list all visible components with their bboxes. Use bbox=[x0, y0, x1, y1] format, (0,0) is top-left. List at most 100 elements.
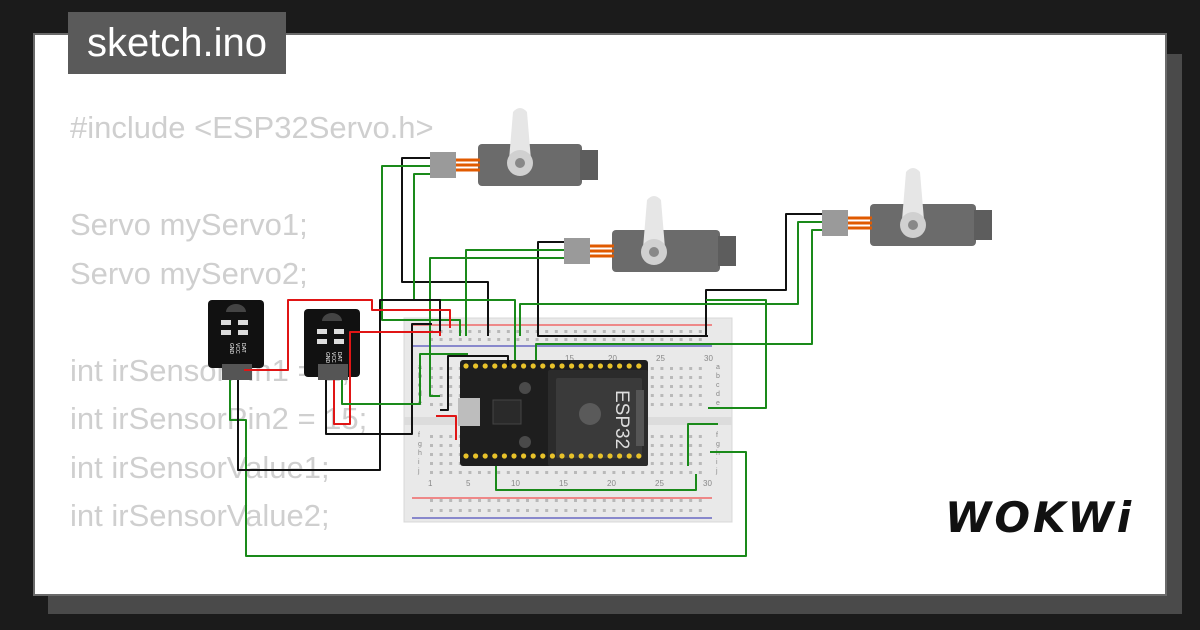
esp32-board[interactable]: ESP32 bbox=[458, 360, 648, 466]
breadboard-hole bbox=[554, 471, 558, 474]
esp32-pin bbox=[607, 453, 613, 459]
breadboard-hole bbox=[698, 367, 702, 370]
breadboard-hole bbox=[487, 471, 491, 474]
esp32-pin bbox=[578, 363, 584, 369]
esp32-pin bbox=[482, 453, 488, 459]
breadboard-hole bbox=[698, 444, 702, 447]
breadboard-hole bbox=[679, 367, 683, 370]
wire bbox=[705, 213, 822, 336]
reset-button[interactable] bbox=[519, 382, 531, 394]
breadboard-hole bbox=[535, 509, 539, 512]
bb-bottom-number: 5 bbox=[466, 479, 471, 488]
bb-top-number: 30 bbox=[704, 354, 713, 363]
ir-sensor-1[interactable]: GND VCC DAT bbox=[208, 300, 264, 380]
breadboard-hole bbox=[574, 509, 577, 512]
breadboard-hole bbox=[439, 403, 443, 406]
breadboard-hole bbox=[583, 499, 587, 502]
breadboard-hole bbox=[449, 403, 453, 406]
breadboard-hole bbox=[430, 385, 433, 388]
breadboard-hole bbox=[660, 403, 664, 406]
breadboard-hole bbox=[430, 462, 433, 465]
breadboard-hole bbox=[574, 338, 577, 341]
breadboard-hole bbox=[689, 385, 693, 388]
breadboard-hole bbox=[449, 462, 453, 465]
breadboard-hole bbox=[554, 338, 558, 341]
breadboard-hole bbox=[458, 471, 462, 474]
breadboard-hole bbox=[670, 509, 673, 512]
esp32-pin bbox=[482, 363, 488, 369]
breadboard-hole bbox=[650, 376, 654, 379]
boot-button[interactable] bbox=[519, 436, 531, 448]
wire bbox=[519, 221, 822, 336]
breadboard-hole bbox=[478, 471, 481, 474]
breadboard-hole bbox=[449, 499, 453, 502]
breadboard-hole bbox=[430, 499, 433, 502]
breadboard-hole bbox=[602, 338, 606, 341]
breadboard-hole bbox=[660, 509, 664, 512]
bb-bottom-number: 1 bbox=[428, 479, 433, 488]
breadboard-hole bbox=[631, 330, 635, 333]
servo-screw-icon bbox=[908, 220, 918, 230]
breadboard-hole bbox=[439, 385, 443, 388]
breadboard-hole bbox=[593, 471, 597, 474]
ir-sensor-2[interactable]: GND VCC DAT bbox=[304, 309, 360, 380]
breadboard-hole bbox=[660, 435, 664, 438]
breadboard-hole bbox=[698, 394, 702, 397]
breadboard-hole bbox=[679, 453, 683, 456]
servo-screw-icon bbox=[515, 158, 525, 168]
breadboard-hole bbox=[439, 509, 443, 512]
esp32-pin bbox=[569, 363, 575, 369]
servo-2[interactable] bbox=[564, 196, 736, 272]
breadboard-hole bbox=[430, 367, 433, 370]
breadboard-hole bbox=[439, 338, 443, 341]
bb-top-number: 15 bbox=[565, 354, 574, 363]
breadboard-hole bbox=[660, 453, 664, 456]
bb-row-letter: h bbox=[716, 450, 720, 457]
breadboard-hole bbox=[574, 330, 577, 333]
breadboard-hole bbox=[670, 435, 673, 438]
breadboard-hole bbox=[497, 330, 501, 333]
wire bbox=[706, 299, 767, 409]
file-tab[interactable]: sketch.ino bbox=[68, 12, 286, 74]
wire bbox=[495, 466, 697, 491]
breadboard-hole bbox=[545, 509, 549, 512]
breadboard-hole bbox=[660, 444, 664, 447]
esp32-pin bbox=[492, 363, 498, 369]
breadboard-hole bbox=[612, 509, 616, 512]
esp32-pin bbox=[597, 453, 604, 459]
breadboard-hole bbox=[679, 338, 683, 341]
esp32-pin bbox=[607, 363, 613, 369]
breadboard-hole bbox=[660, 462, 664, 465]
breadboard-hole bbox=[564, 499, 568, 502]
breadboard-hole bbox=[622, 509, 625, 512]
bb-row-letter: j bbox=[715, 468, 718, 475]
breadboard-hole bbox=[660, 471, 664, 474]
breadboard-hole bbox=[506, 330, 510, 333]
breadboard-hole bbox=[439, 471, 443, 474]
breadboard-hole bbox=[478, 499, 481, 502]
breadboard-hole bbox=[602, 471, 606, 474]
esp32-pin bbox=[588, 363, 594, 369]
breadboard-hole bbox=[641, 330, 645, 333]
esp32-label: ESP32 bbox=[611, 390, 632, 449]
breadboard-hole bbox=[650, 435, 654, 438]
breadboard-hole bbox=[449, 367, 453, 370]
breadboard-hole bbox=[670, 338, 673, 341]
breadboard-hole bbox=[593, 499, 597, 502]
breadboard-hole bbox=[487, 330, 491, 333]
breadboard-hole bbox=[622, 338, 625, 341]
breadboard-hole bbox=[631, 499, 635, 502]
servo-1[interactable] bbox=[430, 108, 598, 186]
breadboard-hole bbox=[535, 499, 539, 502]
esp32-pin bbox=[549, 453, 556, 459]
servo-connector bbox=[564, 238, 590, 264]
breadboard-hole bbox=[449, 394, 453, 397]
wire bbox=[244, 299, 451, 371]
breadboard-hole bbox=[593, 509, 597, 512]
breadboard-hole bbox=[478, 509, 481, 512]
breadboard-hole bbox=[497, 338, 501, 341]
wire bbox=[237, 299, 441, 471]
breadboard-hole bbox=[516, 499, 520, 502]
servo-3[interactable] bbox=[822, 168, 992, 246]
